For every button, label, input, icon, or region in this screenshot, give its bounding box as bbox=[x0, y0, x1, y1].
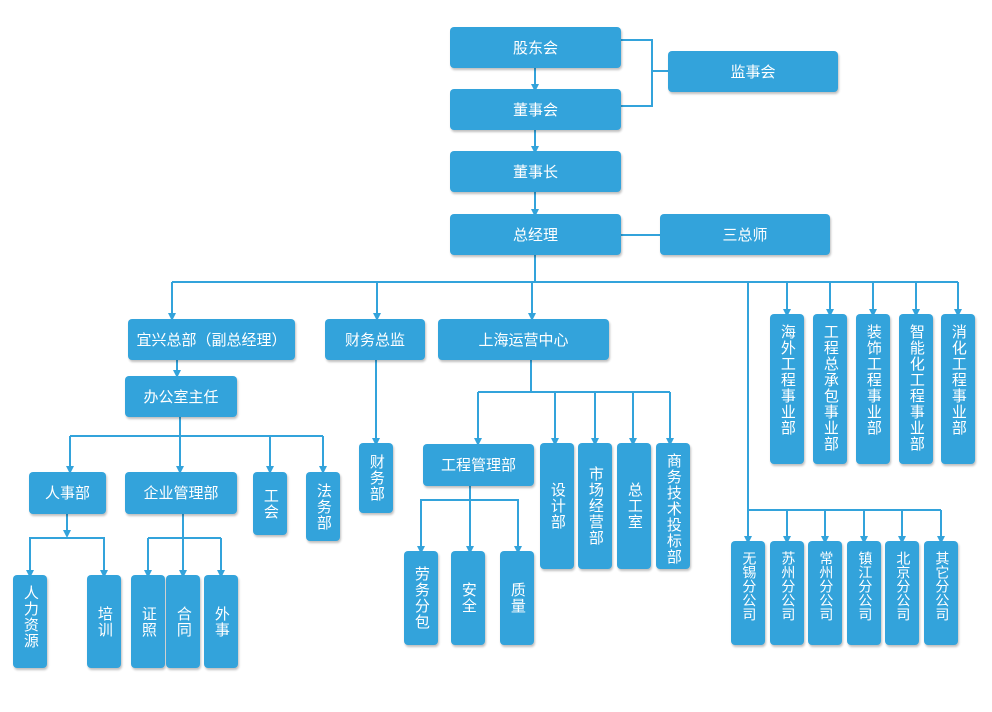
general-contract-dept-box: 工程总承包事业部 bbox=[813, 314, 847, 464]
overseas-dept-box: 海外工程事业部 bbox=[770, 314, 804, 464]
hr-dept-box: 人事部 bbox=[29, 472, 106, 514]
supervisory-board-box: 监事会 bbox=[668, 51, 838, 92]
engineering-mgmt-box: 工程管理部 bbox=[423, 444, 534, 486]
other-branches-box: 其它分公司 bbox=[924, 541, 958, 645]
shareholders-meeting-box: 股东会 bbox=[450, 27, 621, 68]
enterprise-mgmt-box: 企业管理部 bbox=[125, 472, 237, 514]
office-director-box: 办公室主任 bbox=[125, 376, 237, 417]
suzhou-branch-box: 苏州分公司 bbox=[770, 541, 804, 645]
shanghai-center-box: 上海运营中心 bbox=[438, 319, 609, 360]
quality-box: 质量 bbox=[500, 551, 534, 645]
foreign-affairs-box: 外事 bbox=[204, 575, 238, 668]
labor-subcontract-box: 劳务分包 bbox=[404, 551, 438, 645]
beijing-branch-box: 北京分公司 bbox=[885, 541, 919, 645]
fire-dept-box: 消化工程事业部 bbox=[941, 314, 975, 464]
wuxi-branch-box: 无锡分公司 bbox=[731, 541, 765, 645]
intelligent-dept-box: 智能化工程事业部 bbox=[899, 314, 933, 464]
chief-engineer-office-box: 总工室 bbox=[617, 443, 651, 569]
zhenjiang-branch-box: 镇江分公司 bbox=[847, 541, 881, 645]
bidding-dept-box: 商务技术投标部 bbox=[656, 443, 690, 569]
union-box: 工会 bbox=[253, 472, 287, 535]
finance-director-box: 财务总监 bbox=[325, 319, 425, 360]
legal-dept-box: 法务部 bbox=[306, 472, 340, 541]
marketing-dept-box: 市场经营部 bbox=[578, 443, 612, 569]
yixing-hq-box: 宜兴总部（副总经理） bbox=[128, 319, 295, 360]
three-chief-engineers-box: 三总师 bbox=[660, 214, 830, 255]
certificates-box: 证照 bbox=[131, 575, 165, 668]
training-box: 培训 bbox=[87, 575, 121, 668]
general-manager-box: 总经理 bbox=[450, 214, 621, 255]
finance-dept-box: 财务部 bbox=[359, 443, 393, 513]
design-dept-box: 设计部 bbox=[540, 443, 574, 569]
contracts-box: 合同 bbox=[166, 575, 200, 668]
board-of-directors-box: 董事会 bbox=[450, 89, 621, 130]
safety-box: 安全 bbox=[451, 551, 485, 645]
chairman-box: 董事长 bbox=[450, 151, 621, 192]
human-resources-box: 人力资源 bbox=[13, 575, 47, 668]
changzhou-branch-box: 常州分公司 bbox=[808, 541, 842, 645]
decoration-dept-box: 装饰工程事业部 bbox=[856, 314, 890, 464]
